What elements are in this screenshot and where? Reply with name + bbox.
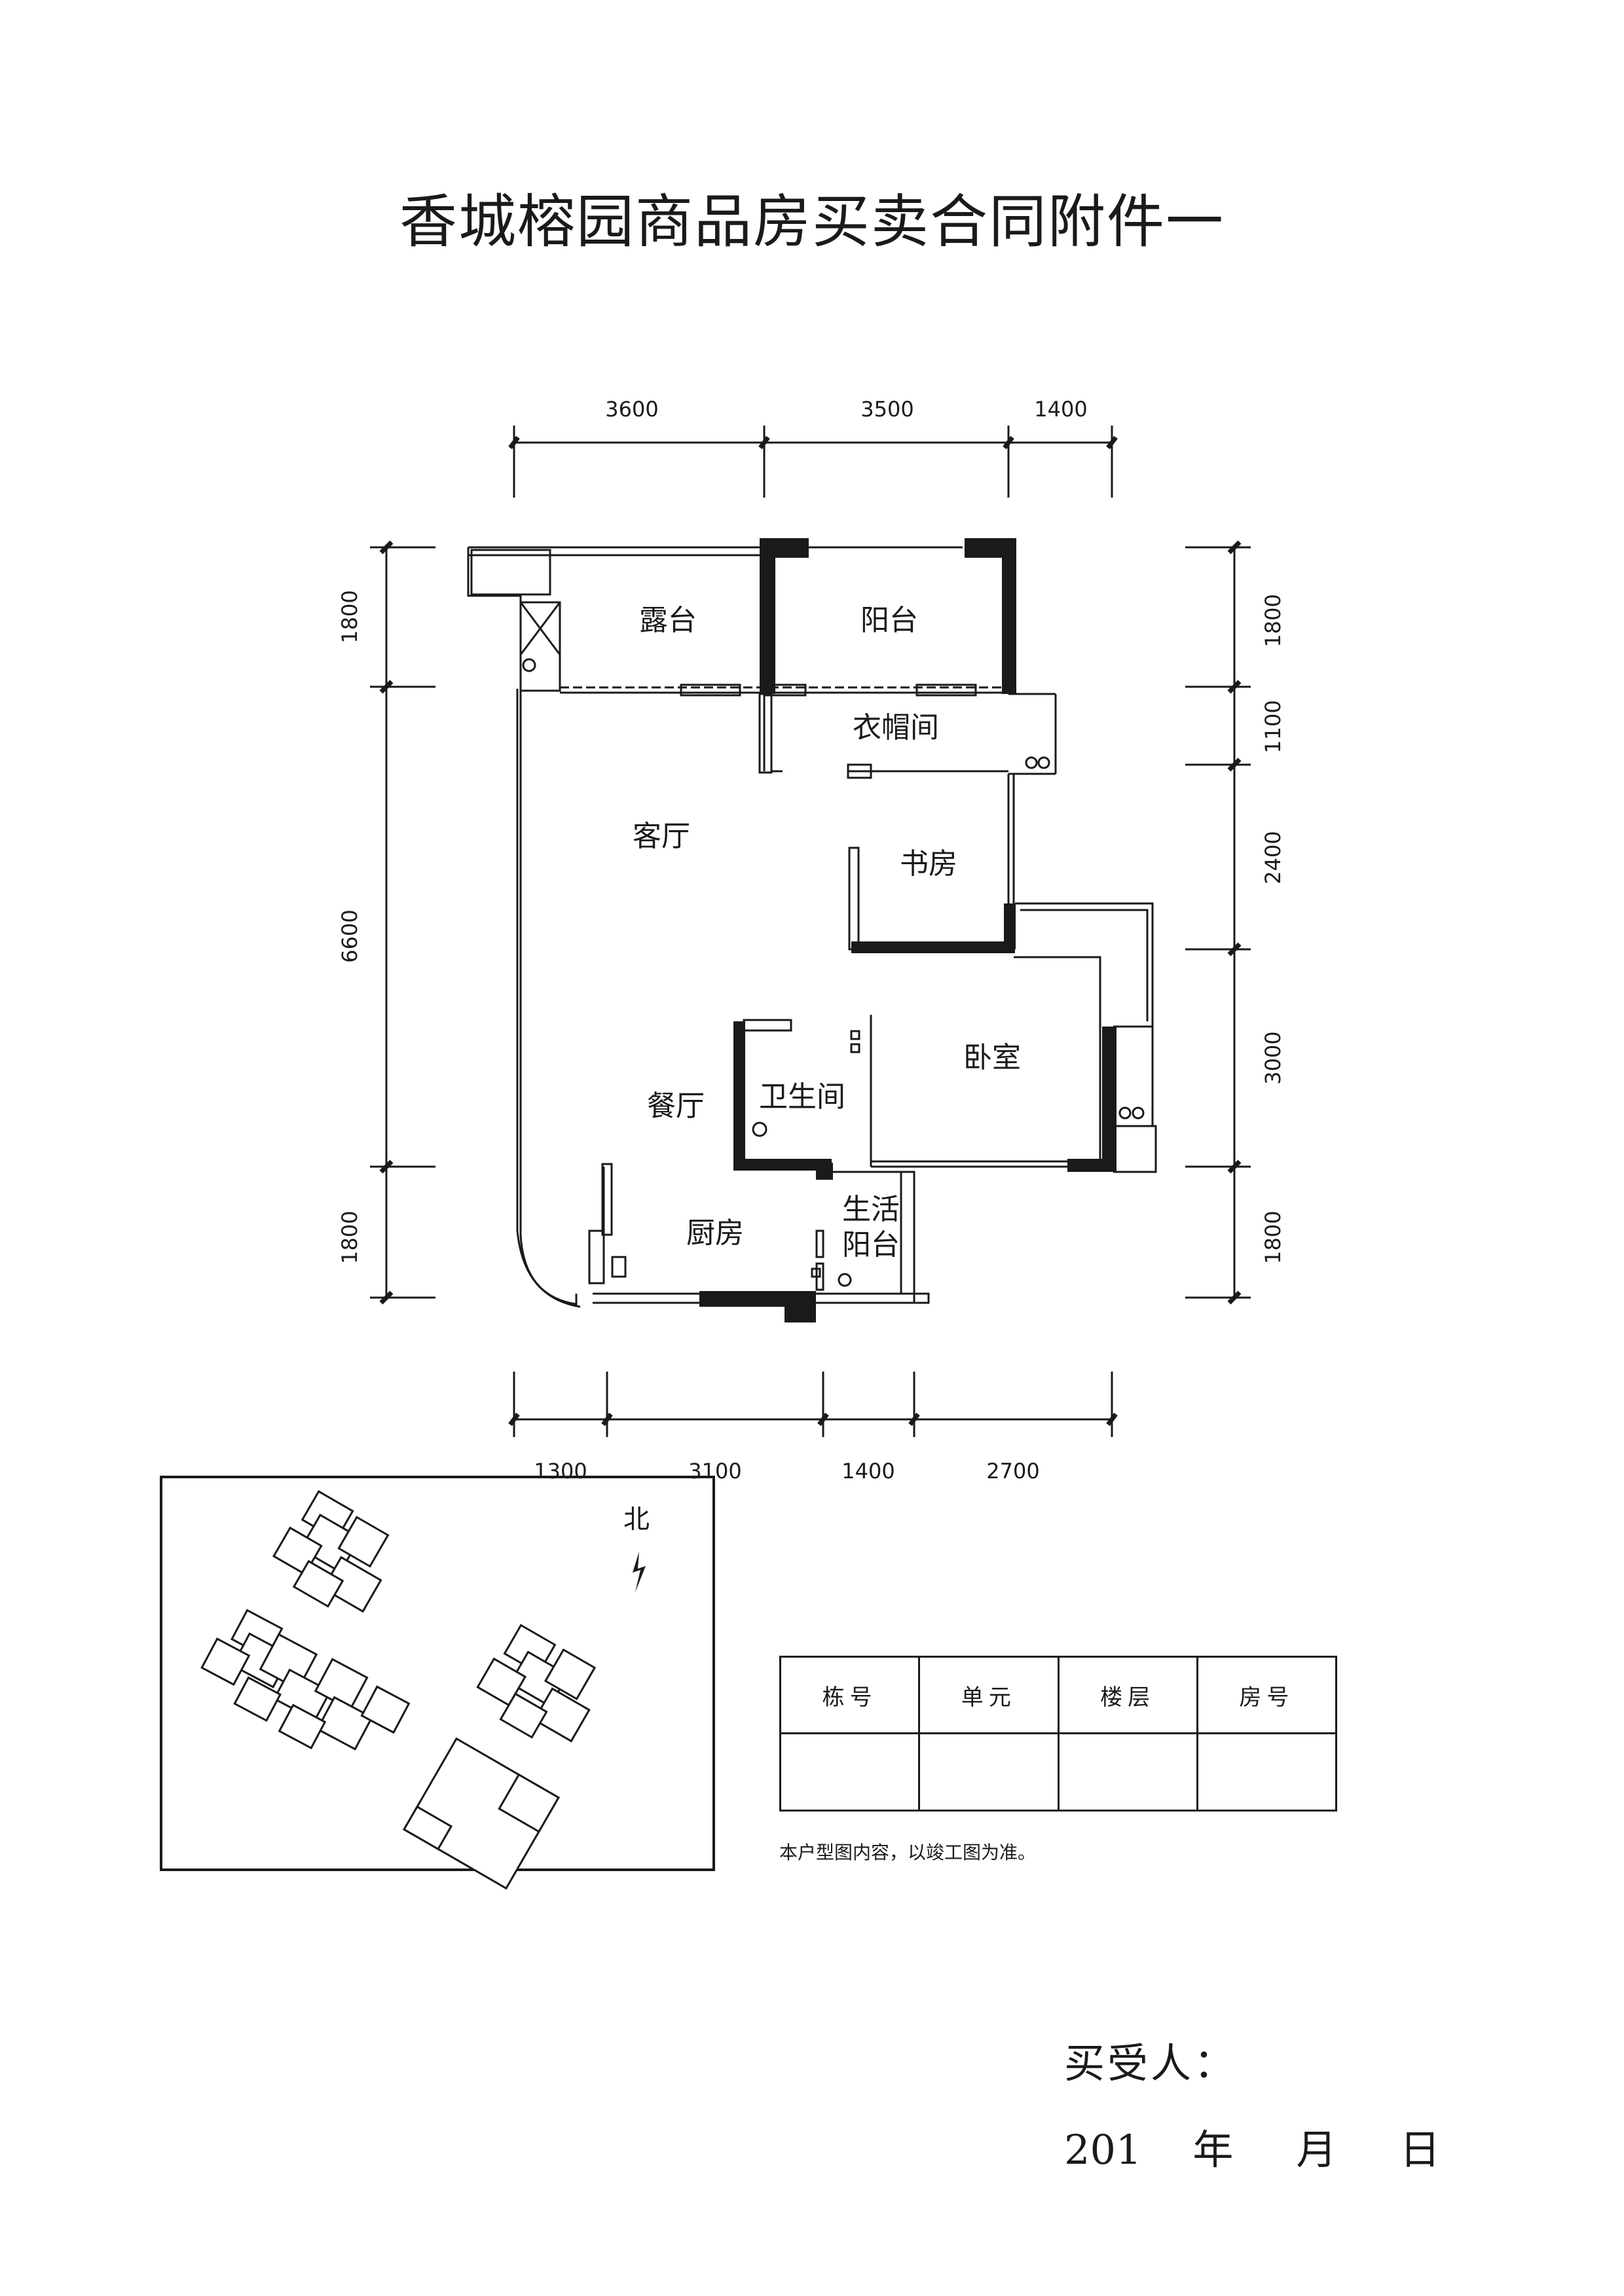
page-title: 香城榕园商品房买卖合同附件一 [399, 188, 1225, 255]
table-cell-building[interactable] [779, 1732, 921, 1812]
table-header-unit: 单元 [918, 1656, 1060, 1734]
dim-right-5: 1800 [1261, 1211, 1285, 1264]
table-row [779, 1732, 1338, 1812]
dimension-ticks [379, 435, 1242, 1427]
north-arrow-icon [633, 1552, 646, 1592]
site-plan-frame [160, 1476, 715, 1871]
floor-plan-columns [699, 538, 1116, 1322]
room-label-service-balcony-1: 生活 [842, 1193, 900, 1226]
dim-right-3: 2400 [1261, 831, 1285, 884]
dim-left-3: 1800 [337, 1211, 362, 1264]
buyer-signature-label: 买受人： [1064, 2039, 1238, 2087]
floor-plan-walls [467, 546, 1157, 1308]
floor-plan-note: 本户型图内容，以竣工图为准。 [779, 1842, 1037, 1863]
dim-top-3: 1400 [1034, 397, 1087, 422]
unit-info-table: 栋号 单元 楼层 房号 [779, 1656, 1338, 1812]
dim-bottom-1: 1300 [534, 1459, 587, 1484]
date-year-label: 年 [1192, 2126, 1234, 2174]
table-cell-room[interactable] [1196, 1732, 1338, 1812]
room-label-cloakroom: 衣帽间 [853, 711, 939, 744]
dimension-lines [370, 426, 1251, 1437]
room-label-balcony: 阳台 [860, 604, 918, 637]
table-cell-unit[interactable] [918, 1732, 1060, 1812]
room-label-living: 客厅 [633, 820, 690, 853]
dim-top-1: 3600 [605, 397, 658, 422]
room-label-kitchen: 厨房 [686, 1216, 744, 1250]
dim-right-4: 3000 [1261, 1031, 1285, 1084]
table-cell-floor[interactable] [1057, 1732, 1198, 1812]
dim-bottom-3: 1400 [841, 1459, 895, 1484]
dim-bottom-4: 2700 [986, 1459, 1039, 1484]
dim-top-2: 3500 [860, 397, 913, 422]
table-header-floor: 楼层 [1057, 1656, 1198, 1734]
date-month-label: 月 [1296, 2126, 1337, 2174]
room-label-service-balcony-2: 阳台 [842, 1228, 900, 1262]
date-day-label: 日 [1399, 2126, 1441, 2174]
dim-left-2: 6600 [337, 909, 362, 962]
table-header-building: 栋号 [779, 1656, 921, 1734]
room-label-bathroom: 卫生间 [759, 1080, 845, 1114]
dim-right-2: 1100 [1261, 700, 1285, 753]
north-label: 北 [623, 1504, 650, 1535]
signature-date-line: 201 年 月 日 [1064, 2117, 1440, 2176]
room-label-study: 书房 [900, 847, 957, 881]
table-header-room: 房号 [1196, 1656, 1338, 1734]
dim-right-1: 1800 [1261, 594, 1285, 647]
dim-left-1: 1800 [337, 590, 362, 643]
site-plan: 北 [160, 1476, 715, 1890]
site-buildings [200, 1489, 597, 1890]
date-year-prefix: 201 [1064, 2126, 1142, 2174]
room-label-terrace: 露台 [639, 604, 697, 637]
room-label-dining: 餐厅 [647, 1089, 705, 1123]
room-label-bedroom: 卧室 [963, 1041, 1021, 1074]
table-header-row: 栋号 单元 楼层 房号 [779, 1656, 1338, 1734]
